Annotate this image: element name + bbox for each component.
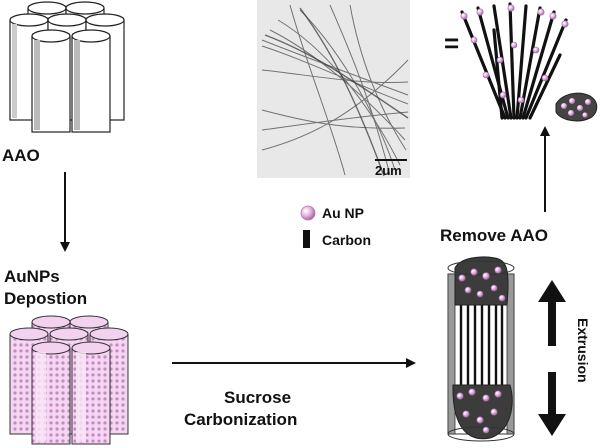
carbon-blob-with-nps [555, 92, 598, 122]
nanotube-au-particles [460, 4, 569, 104]
aao-label: AAO [2, 146, 40, 165]
carbon-legend-icon [303, 230, 310, 248]
deposition-label-line1: AuNPs [4, 267, 60, 286]
legend-carbon-label: Carbon [322, 232, 371, 248]
extrusion-double-arrow [538, 280, 566, 436]
deposition-label-line2: Depostion [4, 289, 87, 308]
legend-au-np-label: Au NP [322, 205, 364, 221]
scale-bar-label: 2um [375, 163, 402, 178]
tem-micrograph: 2um [257, 0, 410, 178]
carbon-nanotube-bundle [460, 2, 568, 120]
extrusion-label: Extrusion [575, 318, 591, 383]
aao-channel-with-carbon [447, 256, 515, 442]
carbonization-label-line2: Carbonization [184, 410, 297, 429]
aao-template-with-au-nps [9, 315, 129, 445]
equals-sign: = [444, 28, 459, 58]
remove-aao-label: Remove AAO [440, 226, 548, 245]
au-np-legend-icon [300, 205, 316, 221]
aao-template-empty [9, 1, 125, 133]
legend: Au NP Carbon [300, 205, 371, 248]
carbonization-label-line1: Sucrose [224, 388, 291, 407]
